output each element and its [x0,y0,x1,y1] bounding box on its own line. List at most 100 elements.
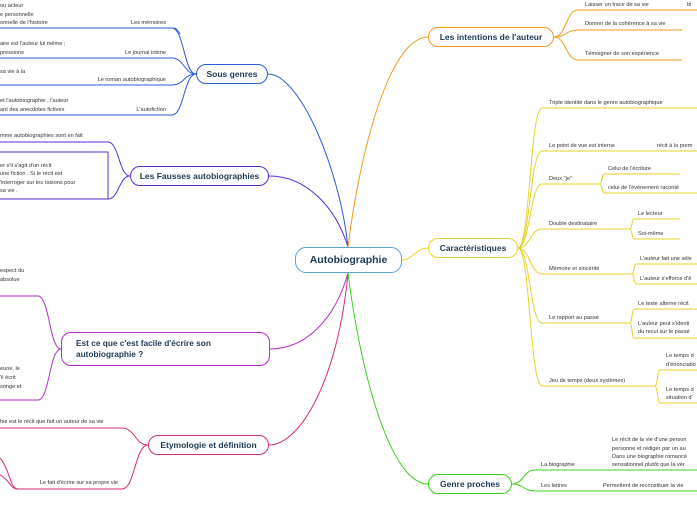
connector-carac-child-0 [517,107,543,249]
connector-carac-child-6 [517,247,543,387]
facile-label-1: Est ce que c'est facile d'écrire son [76,338,211,348]
intentions-item-3[interactable]: Témoigner de son expérience [585,51,660,57]
bio-text-4: sensationnel plutôt que la vér [612,462,685,468]
intentions-item-1[interactable]: Laisser un trace de sa vie [585,2,649,8]
connector-jeu-0 [654,369,661,387]
node-facile[interactable]: Est ce que c'est facile d'écrire son aut… [61,332,270,366]
carac-soi-meme[interactable]: Soi-même [638,231,664,237]
autofiction-label[interactable]: L'autofiction [136,107,166,113]
memoires-text-1: ou acteur [0,3,24,9]
carac-temps1-1[interactable]: Le temps d [666,353,694,359]
node-etymologie[interactable]: Etymologie et définition [148,435,269,455]
connector-deux-je-0 [599,173,605,185]
connector-genre-child-1 [511,483,536,492]
genre-proches-label: Genre proches [440,479,500,489]
node-fausses-autobiographies[interactable]: Les Fausses autobiographies [130,166,269,186]
connector-double-0 [629,218,635,230]
carac-texte-alterne[interactable]: Le texte alterne récit [638,301,689,307]
connector-facile-child-1 [37,348,62,401]
connector-etymologie-sub-0 [0,457,19,490]
genre-biographie[interactable]: La biographie [541,462,575,468]
facile-text-3: eune, le [0,366,20,372]
connector-genre-child-0 [511,469,536,485]
carac-auteur-efforce[interactable]: L'auteur s'efforce d'ê [640,276,692,282]
caracteristiques-label: Caractéristiques [439,243,507,253]
fausses-text-4: 'interroger sur les raisons pour [0,180,76,186]
connector-memoire-0 [631,263,637,275]
fausses-text-2: er s'il s'agit d'un récit [0,163,52,169]
sous-genres-label: Sous genres [206,69,258,79]
carac-auteur-peut-1[interactable]: L'auteur peut s'identi [638,321,690,327]
carac-celui-evenement[interactable]: celui de l'événement raconté [608,185,680,191]
carac-double[interactable]: Double destinataire [549,221,598,227]
connector-sous-genres-child-1 [171,57,197,75]
carac-temps1-2: d'énonciatio [666,362,696,368]
connector-etymologie-child-0 [121,427,149,446]
carac-temps2-2: situation d' [666,395,693,401]
memoires-text-3: onnelle de l'histoire [0,20,48,26]
carac-triple[interactable]: Triple identité dans le genre autobiogra… [549,100,663,106]
connector-carac-child-2 [517,183,543,249]
etymologie-text-1: hie est le récit que fait un auteur de s… [0,419,104,425]
connector-facile-child-0 [37,295,62,350]
bio-text-1: Le récit de la vie d'une person [612,437,687,443]
roman-text-1: sa vie à la [0,69,26,75]
fausses-text-1: mme autobiographies sont en fait [0,133,83,139]
bracket-fausses-2 [0,151,109,200]
fausses-label: Les Fausses autobiographies [139,171,260,181]
lettres-text: Permettent de reconstituer la vie [603,483,684,489]
node-genre-proches[interactable]: Genre proches [428,474,512,494]
memoires-label[interactable]: Les mémoires [130,20,166,26]
facile-text-2: absolue [0,277,20,283]
node-caracteristiques[interactable]: Caractéristiques [428,238,518,258]
connector-fausses-child-0 [107,141,131,177]
connector-intentions-child-2 [553,36,579,61]
carac-auteur-fait[interactable]: L'auteur fait une séle [640,256,692,262]
connector-fausses-child-1 [107,175,131,200]
intentions-label: Les intentions de l'auteur [439,32,543,42]
carac-celui-ecriture[interactable]: Celui de l'écriture [608,166,652,172]
connector-facile [269,272,349,350]
connector-jeu-1 [654,385,661,404]
memoires-text-2: e personnelle [0,12,34,18]
connector-fausses [268,175,349,248]
carac-point-de-vue[interactable]: Le point de vue est interne [549,143,615,149]
node-intentions[interactable]: Les intentions de l'auteur [428,27,554,47]
carac-point-tail: récit à la prem [657,143,693,149]
etymologie-text-2[interactable]: Le fait d'écrire sur sa propre vie [39,480,118,486]
carac-auteur-peut-2: du recul sur le passé [638,329,690,335]
genre-lettres[interactable]: Les lettres [541,483,567,489]
journal-label[interactable]: Le journal intime [124,50,166,56]
carac-memoire[interactable]: Mémoire et sincérité [549,266,600,272]
bio-text-2: personne et rédiger par un au [612,446,686,452]
connector-rapport-0 [629,308,635,324]
facile-label-2: autobiographie ? [76,349,144,359]
connectors [0,9,697,492]
fausses-text-5: sa vie . [0,188,18,194]
connector-carac-child-1 [517,150,543,249]
node-sous-genres[interactable]: Sous genres [196,64,268,84]
carac-deux-je[interactable]: Deux "je" [549,176,572,182]
carac-lecteur[interactable]: Le lecteur [638,211,663,217]
central-title: Autobiographie [309,254,388,266]
fausses-text-3: une fiction . Si le récit est [0,171,63,177]
connector-intentions-child-0 [553,9,579,38]
carac-temps2-1[interactable]: Le temps d [666,387,694,393]
facile-text-4: 'il écrit [0,375,16,381]
connector-intentions-child-1 [553,29,579,38]
connector-caracteristiques [401,247,429,261]
intentions-item-1-tail: bi [687,2,692,8]
intentions-item-2[interactable]: Donner de la cohérence à sa vie [585,21,666,27]
autofiction-text-1: et l'autobiographie , l'auteur [0,98,69,104]
connector-sous-genres-child-3 [171,73,197,116]
central-node[interactable]: Autobiographie [295,247,402,273]
connector-carac-child-3 [517,228,543,249]
carac-jeu[interactable]: Jeu de temps (deux systèmes) [549,378,626,384]
journal-text-1: aire est l'auteur lui même ; [0,41,66,47]
facile-text-1: espect du [0,268,25,274]
autofiction-text-2: ant des anecdotes fictives [0,107,65,113]
carac-rapport[interactable]: Le rapport au passé [549,315,599,321]
connector-carac-child-5 [517,247,543,324]
roman-label[interactable]: Le roman autobiographique [97,77,166,83]
